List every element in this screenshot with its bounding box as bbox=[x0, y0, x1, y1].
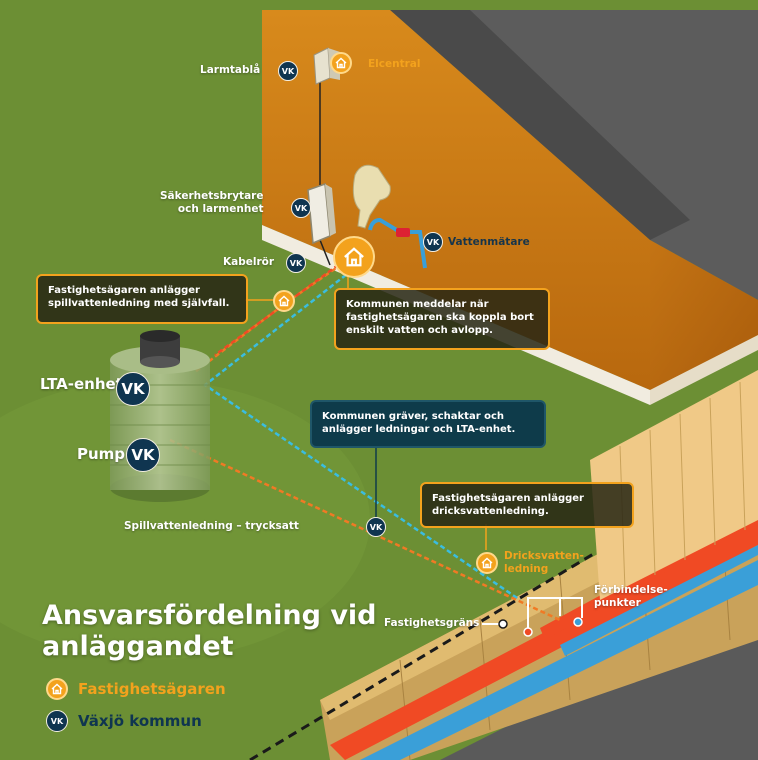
municipality-notice-callout: Kommunen meddelar när fastighetsägaren s… bbox=[334, 288, 550, 350]
safety-switch-vk-badge: VK bbox=[291, 198, 311, 218]
drinking-water-label: Dricksvatten- ledning bbox=[504, 550, 584, 575]
property-boundary-label: Fastighetsgräns bbox=[384, 617, 480, 629]
main-house-icon bbox=[333, 236, 375, 278]
house-side-wall bbox=[650, 240, 758, 400]
legend-owner-label: Fastighetsägaren bbox=[78, 680, 226, 698]
pump-vk-badge: VK bbox=[126, 438, 160, 472]
water-meter-vk-badge: VK bbox=[423, 232, 443, 252]
owner-drinking-callout: Fastighetsägaren anlägger dricksvattenle… bbox=[420, 482, 634, 528]
pump-label: Pump bbox=[77, 445, 126, 463]
legend-municipality: VK Växjö kommun bbox=[46, 710, 202, 732]
pressure-sewer-vk-badge: VK bbox=[366, 517, 386, 537]
legend-municipality-label: Växjö kommun bbox=[78, 712, 202, 730]
lta-unit-vk-badge: VK bbox=[116, 372, 150, 406]
main-water-pipe bbox=[360, 560, 758, 760]
cable-conduit-vk-badge: VK bbox=[286, 253, 306, 273]
vent-pipe bbox=[352, 164, 391, 229]
alarm-panel-vk-badge: VK bbox=[278, 61, 298, 81]
drinking-water-house-icon bbox=[476, 552, 498, 574]
house-wall bbox=[262, 10, 650, 390]
legend-house-icon bbox=[46, 678, 68, 700]
legend-owner: Fastighetsägaren bbox=[46, 678, 226, 700]
wooden-fence bbox=[590, 370, 758, 600]
gravity-sewer-house-icon bbox=[273, 290, 295, 312]
owner-gravity-callout: Fastighetsägaren anlägger spillvattenled… bbox=[36, 274, 248, 324]
alarm-panel-label: Larmtablå bbox=[200, 64, 261, 76]
connection-point-markers bbox=[523, 597, 583, 637]
connection-points-label: Förbindelse- punkter bbox=[594, 584, 668, 609]
lta-unit-label: LTA-enhet bbox=[40, 375, 123, 393]
pressure-sewer-label: Spillvattenledning – trycksatt bbox=[124, 520, 299, 532]
municipality-digs-callout: Kommunen gräver, schaktar och anlägger l… bbox=[310, 400, 546, 448]
safety-switch-box bbox=[307, 182, 336, 245]
lta-tank bbox=[110, 330, 210, 502]
legend-vk-badge: VK bbox=[46, 710, 68, 732]
cable-conduit-label: Kabelrör bbox=[223, 256, 275, 268]
electrical-panel-house-icon bbox=[330, 52, 352, 74]
water-meter-label: Vattenmätare bbox=[448, 236, 530, 248]
safety-switch-label: Säkerhetsbrytare och larmenhet bbox=[160, 190, 264, 215]
diagram-title: Ansvarsfördelning vid anläggandet bbox=[42, 600, 377, 662]
electrical-panel-label: Elcentral bbox=[368, 58, 421, 70]
